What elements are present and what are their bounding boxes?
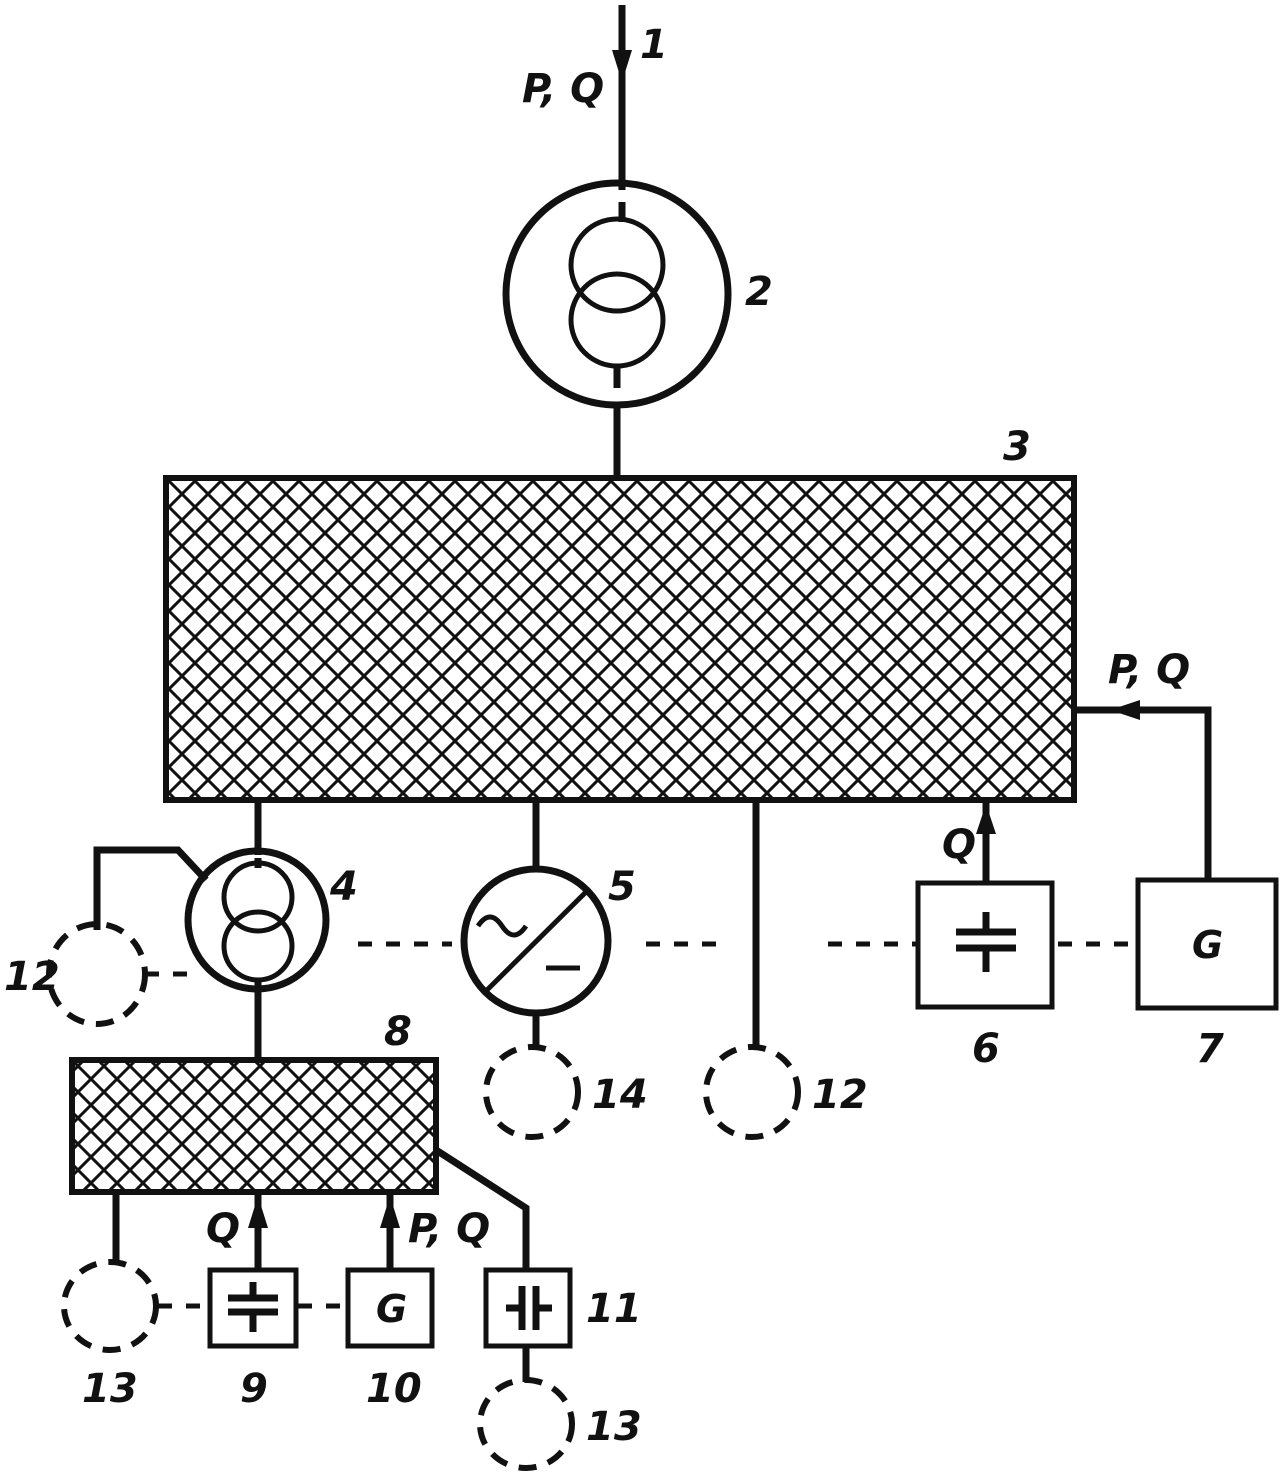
compensator9-feed (248, 1192, 268, 1270)
transformer-tap-line (93, 846, 209, 930)
flow-label-6: Q (942, 822, 976, 868)
label-12-right: 12 (812, 1072, 868, 1118)
generator-10 (345, 1267, 435, 1349)
load-14 (483, 1044, 581, 1140)
distribution-transformer-icon (184, 847, 330, 993)
generator-7 (1135, 877, 1279, 1011)
feeder-11 (434, 1147, 530, 1270)
label-1: 1 (640, 22, 668, 68)
capacitor-icon-6 (956, 912, 1016, 972)
label-8: 8 (384, 1009, 412, 1055)
label-6: 6 (972, 1026, 1000, 1072)
label-4: 4 (329, 864, 358, 910)
label-13-right: 13 (586, 1404, 642, 1450)
incoming-line (612, 5, 632, 190)
secondary-busbar (69, 1057, 439, 1195)
label-3: 3 (1003, 424, 1031, 470)
label-5: 5 (608, 864, 636, 910)
main-transformer-icon (502, 179, 732, 409)
generator7-feed-line (1074, 700, 1212, 880)
capacitor-bank-6 (915, 880, 1055, 1010)
label-12-left: 12 (4, 954, 60, 1000)
label-10: 10 (366, 1366, 422, 1412)
flow-label-9: Q (206, 1206, 240, 1252)
compensator6-feed (976, 800, 996, 883)
label-13-left: 13 (82, 1366, 138, 1412)
flow-label-10: P, Q (408, 1206, 490, 1252)
capacitor-bank-9 (207, 1267, 299, 1349)
generator-10-label: G (376, 1287, 407, 1331)
label-7: 7 (1196, 1026, 1224, 1072)
load-12-left (46, 921, 148, 1027)
label-2: 2 (745, 269, 773, 315)
generator-7-label: G (1192, 923, 1223, 967)
generator10-feed (380, 1192, 400, 1270)
capacitor-icon-9 (228, 1282, 278, 1332)
load-12-right (703, 1044, 801, 1140)
label-11: 11 (586, 1286, 642, 1332)
series-capacitor-11 (483, 1267, 573, 1349)
label-14: 14 (592, 1072, 648, 1118)
main-busbar (163, 475, 1077, 803)
flow-label-top: P, Q (522, 66, 604, 112)
label-9: 9 (240, 1366, 268, 1412)
series-capacitor-icon-11 (506, 1286, 552, 1330)
flow-label-right: P, Q (1108, 647, 1190, 693)
load-13-left (61, 1259, 159, 1353)
load-13-right (477, 1377, 575, 1471)
converter-icon (460, 865, 612, 1017)
